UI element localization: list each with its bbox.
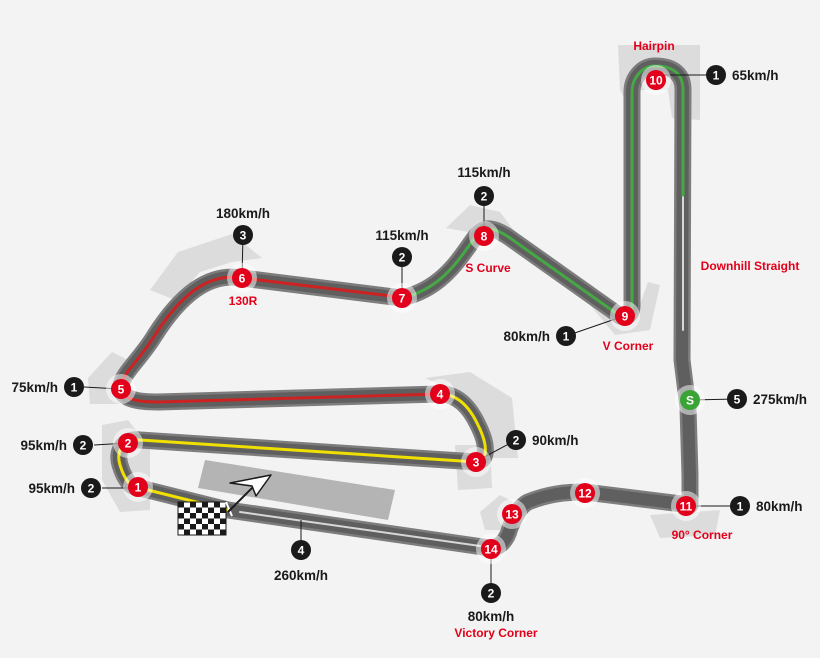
speed-callout-t1: 2 95km/h — [28, 478, 101, 498]
speed-callout-t8: 2 115km/h — [457, 165, 511, 206]
corner-name-victory-corner: Victory Corner — [454, 626, 537, 640]
corner-name-v-corner: V Corner — [603, 339, 654, 353]
svg-text:14: 14 — [484, 543, 498, 557]
zone-red-1 — [119, 275, 442, 404]
corner-name-130r: 130R — [229, 294, 258, 308]
speed-callout-main-straight: 4 260km/h — [274, 540, 328, 583]
speed-callout-t14: 2 80km/h — [468, 583, 515, 624]
svg-text:65km/h: 65km/h — [732, 68, 779, 83]
runoff-130r — [150, 234, 262, 300]
svg-text:13: 13 — [505, 508, 519, 522]
speed-callout-t7: 2 115km/h — [375, 228, 429, 267]
svg-text:12: 12 — [578, 487, 592, 501]
corner-marker-14: 14 — [476, 534, 506, 564]
svg-text:2: 2 — [399, 251, 406, 265]
svg-text:75km/h: 75km/h — [11, 380, 58, 395]
corner-marker-8: 8 — [469, 221, 499, 251]
svg-text:2: 2 — [88, 482, 95, 496]
svg-text:90km/h: 90km/h — [532, 433, 579, 448]
svg-text:80km/h: 80km/h — [756, 499, 803, 514]
speed-callout-t3: 2 90km/h — [506, 430, 579, 450]
svg-text:4: 4 — [298, 544, 305, 558]
svg-text:5: 5 — [118, 383, 125, 397]
corner-marker-13: 13 — [497, 499, 527, 529]
svg-text:1: 1 — [713, 69, 720, 83]
speed-callout-t6: 3 180km/h — [216, 206, 270, 245]
section-name-downhill-straight: Downhill Straight — [701, 259, 800, 273]
svg-text:95km/h: 95km/h — [28, 481, 75, 496]
corner-name-90-corner: 90° Corner — [672, 528, 733, 542]
svg-text:S: S — [686, 394, 694, 408]
corner-marker-1: 1 — [123, 472, 153, 502]
speed-callout-t5: 1 75km/h — [11, 377, 84, 397]
svg-text:275km/h: 275km/h — [753, 392, 807, 407]
svg-text:9: 9 — [622, 310, 629, 324]
svg-text:80km/h: 80km/h — [503, 329, 550, 344]
start-marker: S — [675, 385, 705, 415]
corner-marker-5: 5 — [106, 374, 136, 404]
direction-arrow-icon — [227, 474, 272, 513]
svg-text:11: 11 — [680, 500, 693, 514]
checkered-flag-icon — [177, 501, 227, 536]
svg-text:180km/h: 180km/h — [216, 206, 270, 221]
corner-marker-10: 10 — [641, 65, 671, 95]
svg-text:115km/h: 115km/h — [375, 228, 428, 243]
svg-text:2: 2 — [513, 434, 520, 448]
svg-text:2: 2 — [80, 439, 87, 453]
corner-marker-2: 2 — [113, 428, 143, 458]
svg-text:115km/h: 115km/h — [457, 165, 510, 180]
corner-marker-11: 11 — [671, 491, 701, 521]
speed-callout-t11: 1 80km/h — [730, 496, 803, 516]
speed-callouts: 2 95km/h 2 95km/h 2 90km/h 1 75km/h 3 18… — [11, 65, 807, 624]
svg-text:10: 10 — [649, 74, 663, 88]
svg-text:5: 5 — [734, 393, 741, 407]
corner-marker-9: 9 — [610, 301, 640, 331]
track-centerline-main — [239, 511, 481, 547]
runoff-turn4 — [425, 372, 518, 458]
svg-text:2: 2 — [125, 437, 132, 451]
corner-name-s-curve: S Curve — [465, 261, 511, 275]
corner-name-hairpin: Hairpin — [633, 39, 674, 53]
svg-text:3: 3 — [240, 229, 247, 243]
svg-text:1: 1 — [563, 330, 570, 344]
svg-text:1: 1 — [737, 500, 744, 514]
svg-text:1: 1 — [135, 481, 142, 495]
corner-markers: 1 2 3 4 5 6 7 — [106, 65, 705, 564]
corner-marker-12: 12 — [570, 478, 600, 508]
speed-callout-downhill: 5 275km/h — [727, 389, 807, 409]
svg-text:3: 3 — [473, 456, 480, 470]
svg-text:7: 7 — [399, 292, 406, 306]
start-line — [225, 501, 233, 517]
pit-building — [198, 460, 395, 520]
runoff-90-corner — [650, 510, 720, 538]
svg-text:8: 8 — [481, 230, 488, 244]
speed-callout-t2: 2 95km/h — [20, 435, 93, 455]
svg-text:6: 6 — [239, 272, 246, 286]
svg-text:95km/h: 95km/h — [20, 438, 67, 453]
svg-text:80km/h: 80km/h — [468, 609, 515, 624]
svg-text:2: 2 — [488, 587, 495, 601]
svg-text:2: 2 — [481, 190, 488, 204]
svg-text:260km/h: 260km/h — [274, 568, 328, 583]
corner-marker-3: 3 — [461, 447, 491, 477]
speed-callout-t10: 1 65km/h — [706, 65, 779, 85]
speed-callout-t9: 1 80km/h — [503, 326, 576, 346]
corner-names: 130R S Curve V Corner Hairpin 90° Corner… — [229, 39, 800, 640]
svg-text:4: 4 — [437, 388, 444, 402]
corner-marker-7: 7 — [387, 283, 417, 313]
corner-marker-6: 6 — [227, 263, 257, 293]
corner-marker-4: 4 — [425, 379, 455, 409]
svg-text:1: 1 — [71, 381, 78, 395]
